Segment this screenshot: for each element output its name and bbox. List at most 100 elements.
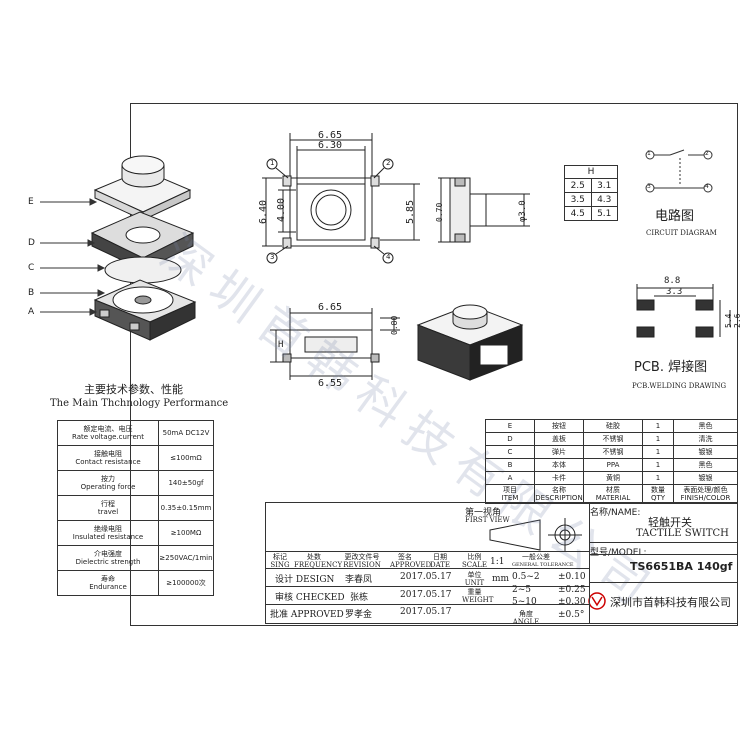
pcb-height-inner: 2.6 <box>733 313 742 328</box>
dim-side-dia: φ3.0 <box>518 200 528 222</box>
dim-top-inner: 6.30 <box>318 140 343 151</box>
h-cell: 3.5 <box>564 192 592 207</box>
first-view-cn: 第一视角 <box>465 508 502 518</box>
rev-header: 日期 DATE <box>429 553 451 569</box>
dim-side-h: 0.70 <box>435 202 444 222</box>
dim-front-h2: 0.80 <box>390 315 399 335</box>
spec-cn: 按力 <box>101 475 115 483</box>
dim-top-inner-h: 4.00 <box>276 197 287 222</box>
first-angle-symbol <box>489 518 582 552</box>
tol-value: ±0.25 <box>558 585 586 595</box>
sign-date: 2017.05.17 <box>400 572 452 582</box>
rev-header: 标记 SING <box>270 553 290 569</box>
dim-front-top: 6.65 <box>318 302 343 313</box>
exploded-view <box>90 155 197 341</box>
spec-en: Insulated resistance <box>72 533 144 541</box>
spec-val: ≤100mΩ <box>158 445 214 471</box>
sign-role: 审核 CHECKED <box>275 593 345 603</box>
dim-front-h: H <box>278 340 284 350</box>
scale-label: 比例 SCALE <box>462 553 487 569</box>
pin-label-3: 3 <box>270 253 275 261</box>
pin-label-2: 2 <box>386 159 391 167</box>
spec-en: Operating force <box>80 483 136 491</box>
explode-label-e: E <box>28 197 34 207</box>
model-value: TS6651BA 140gf <box>630 560 733 573</box>
sign-name: 李春凤 <box>345 575 373 585</box>
spec-en: Endurance <box>89 583 127 591</box>
tb-line <box>589 542 738 543</box>
circuit-title-cn: 电路图 <box>655 209 695 224</box>
explode-label-b: B <box>28 288 35 298</box>
pcb-pads <box>636 284 731 338</box>
pin-label-1: 1 <box>270 159 275 167</box>
pcb-height: 5.4 <box>724 313 733 328</box>
tb-line <box>265 551 589 552</box>
side-view <box>438 177 530 243</box>
explode-arrows <box>40 198 106 316</box>
rev-header: 处数 FREQUENCY <box>294 553 343 569</box>
dim-top-outer: 6.65 <box>318 130 343 141</box>
first-view-en: FIRST VIEW <box>465 516 510 524</box>
spec-val: ≥250VAC/1min <box>158 545 214 571</box>
rev-header: 签名 APPROVED <box>390 553 432 569</box>
tol-label-en: GENERAL TOLERANCE <box>512 562 574 568</box>
explode-label-a: A <box>28 307 35 317</box>
pcb-title-en: PCB.WELDING DRAWING <box>632 382 727 390</box>
pcb-title-cn: PCB. 焊接图 <box>634 360 708 375</box>
tol-value: ±0.10 <box>558 572 586 582</box>
spec-title-cn: 主要技术参数、性能 <box>84 383 183 396</box>
spec-cn: 寿命 <box>101 575 115 583</box>
pcb-width: 8.8 <box>664 276 681 286</box>
circuit-lines <box>645 149 713 193</box>
spec-cn: 接触电阻 <box>94 450 122 458</box>
sign-date: 2017.05.17 <box>400 607 452 617</box>
company-name: 深圳市首韩科技有限公司 <box>610 596 731 609</box>
h-table-header: H <box>564 165 618 179</box>
spec-cn: 介电强度 <box>94 550 122 558</box>
circuit-pin-2: 2 <box>705 150 709 157</box>
tol-range: 5~10 <box>512 597 537 607</box>
h-cell: 5.1 <box>590 206 618 221</box>
scale-value: 1:1 <box>490 557 505 567</box>
sign-name: 罗孝金 <box>345 610 373 620</box>
spec-cn: 额定电流、电压 <box>83 425 133 433</box>
spec-val: ≥100MΩ <box>158 520 214 546</box>
angle-label: 角度 ANGLE <box>512 610 540 626</box>
h-cell: 4.5 <box>564 206 592 221</box>
tb-vline <box>589 502 590 624</box>
spec-en: Contact resistance <box>75 458 141 466</box>
front-view <box>270 308 400 380</box>
explode-label-c: C <box>28 263 35 273</box>
sign-role: 设计 DESIGN <box>275 575 335 585</box>
rev-header: 更改文件号 REVISION <box>343 553 381 569</box>
h-cell: 2.5 <box>564 178 592 193</box>
tol-label-cn: 一般公差 <box>522 553 550 561</box>
tb-line <box>265 586 589 587</box>
tol-range: 2~5 <box>512 585 531 595</box>
tol-range: 0.5~2 <box>512 572 540 582</box>
h-cell: 4.3 <box>590 192 618 207</box>
tb-line <box>589 554 738 555</box>
spec-en: Rate voltage.current <box>72 433 144 441</box>
unit-value: mm <box>492 574 510 584</box>
model-label: 型号/MODEL: <box>590 548 647 558</box>
dim-top-right: 5.85 <box>405 199 416 224</box>
name-cn: 轻触开关 <box>648 516 692 529</box>
sign-name: 张栋 <box>350 593 369 603</box>
h-cell: 3.1 <box>590 178 618 193</box>
iso-view <box>416 304 524 381</box>
top-view <box>262 133 420 264</box>
